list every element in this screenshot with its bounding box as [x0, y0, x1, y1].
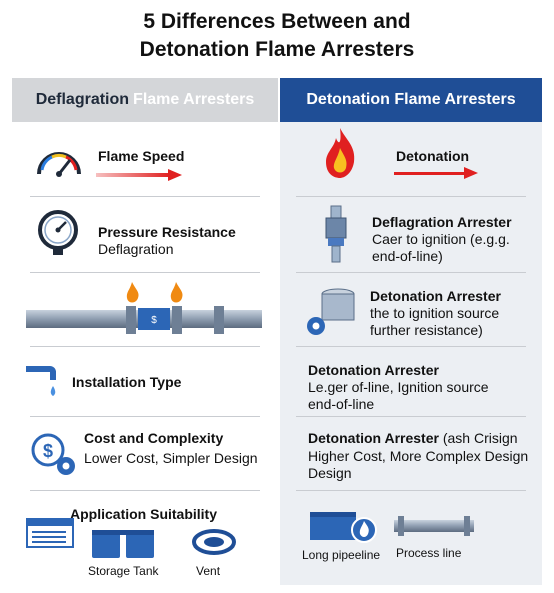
pressure-resistance-sub: Deflagration [98, 241, 174, 257]
process-line-icon [394, 516, 474, 536]
header-deflagration: Deflagration Flame Arresters [12, 78, 278, 122]
valve-icon [325, 205, 347, 263]
flame-speed-label: Flame Speed [98, 148, 185, 164]
red-arrow-icon [96, 169, 182, 181]
header-left-part-b: Flame Arresters [133, 91, 255, 108]
row-divider [296, 346, 526, 347]
right-column [280, 78, 542, 585]
long-pipeline-caption: Long pipeeline [302, 548, 381, 562]
speedometer-icon [37, 152, 81, 177]
deflagration-arrester-sub1: Caer to ignition (e.g.g. [372, 231, 510, 247]
row-divider [296, 416, 526, 417]
vent-caption: Vent [196, 564, 221, 578]
cost-complexity-sub: Lower Cost, Simpler Design [84, 450, 258, 466]
detonation-arrester-sub2-3: further resistance) [370, 322, 483, 338]
row-divider [296, 490, 526, 491]
detonation-arrester-sub1-3: the to ignition source [370, 305, 500, 321]
header-left-part-a: Deflagration [35, 91, 130, 108]
pressure-gauge-icon [38, 210, 78, 255]
installation-type-label: Installation Type [72, 374, 182, 390]
deflagration-arrester-label: Deflagration Arrester [372, 214, 512, 230]
row-divider [30, 490, 260, 491]
detonation-arrester-label-5: Detonation Arrester (ash Crisign [308, 430, 518, 447]
red-arrow-icon [394, 167, 478, 179]
row-divider [30, 416, 260, 417]
faucet-icon [26, 366, 56, 396]
long-pipeline-icon [310, 512, 377, 543]
title-line-2: Detonation Flame Arresters [139, 38, 415, 61]
svg-text:$: $ [43, 441, 53, 461]
detonation-arrester-label-4: Detonation Arrester [308, 362, 439, 378]
detonation-arrester-sub1-5: Higher Cost, More Complex Design [308, 448, 529, 464]
deflagration-arrester-sub2: end-of-line) [372, 248, 443, 264]
detonation-arrester-sub2-5: Design [308, 465, 352, 481]
pipeline-arrester-icon: $ [26, 282, 262, 334]
detonation-label: Detonation [396, 148, 470, 164]
title-line-1: 5 Differences Between and [143, 10, 411, 33]
svg-text:$: $ [151, 315, 157, 326]
vent-icon [192, 529, 236, 555]
detonation-arrester-sub1-4: Le.ger of-line, Ignition source [308, 379, 489, 395]
pressure-resistance-label: Pressure Resistance [98, 224, 236, 240]
row-divider [30, 346, 260, 347]
process-line-caption: Process line [396, 546, 462, 560]
detonation-arrester-sub2-4: end-of-line [308, 396, 375, 412]
cost-complexity-label: Cost and Complexity [84, 430, 224, 446]
storage-tank-icon [92, 530, 154, 558]
page-title: 5 Differences Between and Detonation Fla… [0, 8, 554, 64]
flame-icon [326, 128, 355, 178]
cost-gear-icon: $ [31, 433, 75, 475]
tank-gear-icon [307, 288, 355, 335]
row-divider [30, 196, 260, 197]
detonation-arrester-label-5-suffix: (ash Crisign [438, 430, 518, 446]
row-divider [296, 272, 526, 273]
detonation-arrester-label-5-bold: Detonation Arrester [308, 430, 439, 446]
header-detonation: Detonation Flame Arresters [280, 78, 542, 122]
row-divider [296, 196, 526, 197]
storage-tank-caption: Storage Tank [88, 564, 159, 578]
detonation-arrester-label-3: Detonation Arrester [370, 288, 501, 304]
row-divider [30, 272, 260, 273]
application-suitability-label: Application Suitability [70, 506, 218, 522]
vent-box-icon [26, 518, 74, 548]
